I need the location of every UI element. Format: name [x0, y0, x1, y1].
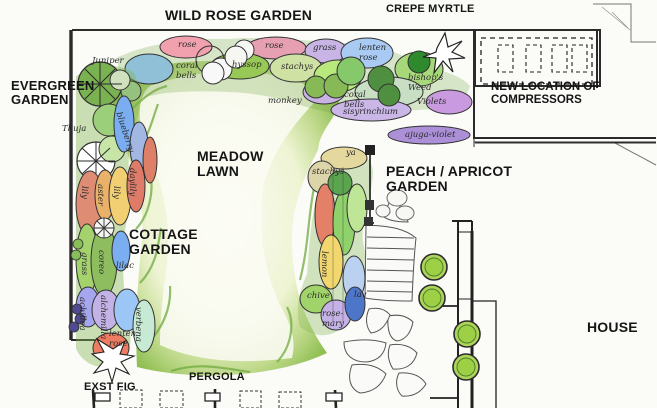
plant-label-achillea: achillea: [77, 297, 87, 331]
plant-label-lenten-rose: lenten rose: [359, 43, 386, 63]
plant-label-coreopsis: coreo: [96, 250, 106, 275]
plant-label-coral-bells-right: coral bells: [344, 90, 366, 110]
plant-label-rose-top: rose: [178, 40, 197, 50]
house-label: HOUSE: [587, 319, 638, 335]
plant-label-lenten-rose-left: lenten rose: [109, 329, 136, 349]
peach-apricot-line1: PEACH / APRICOT: [386, 163, 513, 179]
plant-label-ya: ya: [346, 148, 356, 158]
peach-apricot-bed: [297, 145, 375, 336]
plant-label-coral-bells-top: coral bells: [176, 61, 198, 81]
evergreen-garden-line2: GARDEN: [11, 91, 69, 107]
plant-label-coral-bells-top-line1: coral: [176, 61, 198, 71]
meadow-lawn-line1: MEADOW: [197, 148, 264, 164]
wild-rose-border-bed: [118, 31, 473, 145]
plant-label-coral-bells-right-line1: coral: [344, 90, 366, 100]
plant-label-rosemary: rose- mary: [322, 309, 344, 329]
meadow-lawn-line2: LAWN: [197, 162, 240, 179]
plant-label-lenten-rose-line1: lenten: [359, 43, 387, 53]
pergola-label: PERGOLA: [189, 371, 245, 383]
plant-label-alchemilla: alchemilla: [98, 295, 108, 340]
cottage-garden-line1: COTTAGE: [129, 226, 198, 242]
plant-label-stachys-top: stachys: [281, 62, 314, 72]
plant-label-coral-bells-right-line2: bells: [344, 100, 365, 110]
plant-label-rosemary-line1: rose-: [322, 309, 344, 319]
compressor-location-line2: COMPRESSORS: [491, 94, 582, 107]
plant-label-rose-mid: rose: [265, 41, 284, 51]
meadow-lawn-label: MEADOW LAWN: [197, 149, 264, 178]
pergola-structure: [91, 389, 343, 408]
plant-label-coral-bells-top-line2: bells: [176, 71, 197, 81]
plant-label-lenten-rose-left-line2: rose: [109, 339, 128, 349]
plant-label-grass-left: grass: [79, 252, 89, 276]
cottage-garden-label: COTTAGE GARDEN: [129, 227, 198, 256]
patio-steps: [343, 200, 427, 397]
plant-label-lilac: lilac: [116, 261, 134, 271]
plant-label-bishops-weed-line2: Weed: [408, 83, 432, 93]
exst-fig-label: EXST FIG: [84, 381, 136, 393]
plant-label-lily-left: lily: [79, 186, 89, 199]
compressor-location-box: [480, 37, 593, 85]
plant-label-violets: Violets: [417, 97, 447, 107]
plant-label-ajuga-violet: ajuga-violet: [405, 130, 456, 140]
compressor-location-label: NEW LOCATION OF COMPRESSORS: [491, 81, 599, 107]
evergreen-cottage-border-bed: [68, 61, 158, 384]
patio-planters: [418, 253, 481, 381]
compressor-location-line1: NEW LOCATION OF: [491, 81, 600, 93]
plant-label-rosemary-line2: mary: [322, 319, 344, 329]
plant-label-bishops-weed-line1: bishop's: [408, 73, 444, 83]
evergreen-garden-label: EVERGREEN GARDEN: [11, 79, 94, 106]
plant-label-chive: chive: [307, 291, 330, 301]
evergreen-garden-line1: EVERGREEN: [11, 78, 95, 93]
plant-label-lily-mid: lily: [111, 186, 121, 199]
plant-label-sisyrinchium: sisyrinchium: [343, 107, 398, 117]
plant-label-aster: aster: [95, 184, 105, 206]
crepe-myrtle-label: CREPE MYRTLE: [386, 3, 475, 15]
peach-apricot-line2: GARDEN: [386, 177, 448, 194]
plant-label-lav: lav: [354, 290, 367, 300]
plant-label-bishops-weed: bishop's Weed: [408, 73, 443, 93]
plant-label-monkey: monkey: [268, 96, 302, 106]
plant-label-lenten-rose-line2: rose: [359, 53, 378, 63]
plant-label-lenten-rose-left-line1: lenten: [109, 329, 137, 339]
plant-label-daylily: daylily: [127, 168, 137, 197]
plant-label-lemon: lemon: [319, 251, 329, 278]
wild-rose-garden-label: WILD ROSE GARDEN: [165, 7, 313, 23]
plant-label-hyssop: hyssop: [232, 60, 262, 70]
plant-label-grass: grass: [313, 43, 337, 53]
plant-label-juniper: Juniper: [92, 56, 124, 66]
cottage-garden-line2: GARDEN: [129, 240, 191, 257]
plant-label-stachys-right: stachys: [312, 167, 345, 177]
plant-label-thuja: Thuja: [62, 124, 87, 134]
peach-apricot-garden-label: PEACH / APRICOT GARDEN: [386, 164, 512, 193]
